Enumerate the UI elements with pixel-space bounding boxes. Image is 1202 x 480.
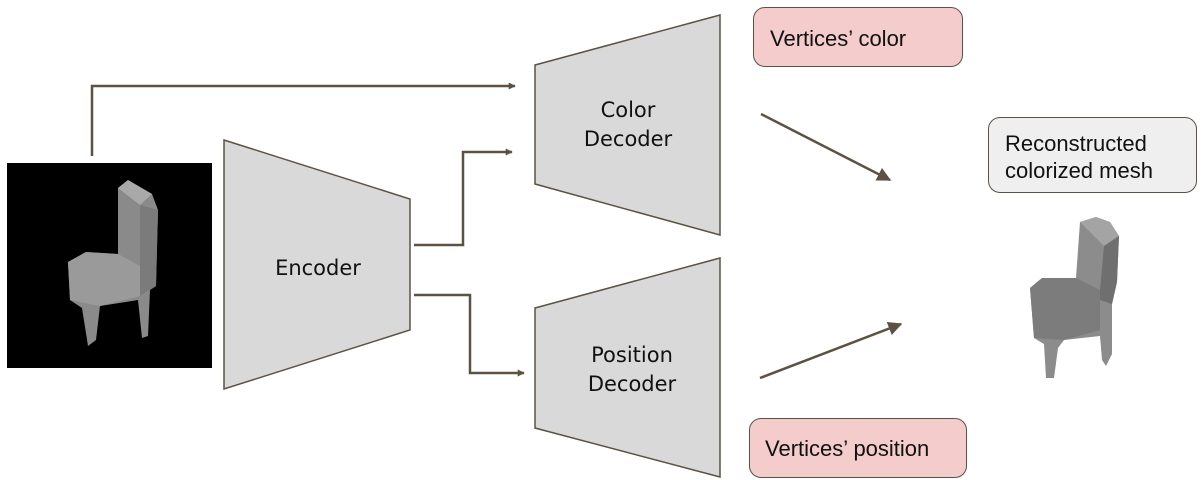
- reconstructed-line-1: Reconstructed: [1005, 131, 1147, 156]
- reconstructed-chair-mesh: [1030, 217, 1119, 378]
- chair-icon: [68, 180, 158, 346]
- position-output-arrow: [759, 321, 903, 380]
- skip-connection-arrow: [90, 82, 516, 156]
- encoder-to-color-decoder-arrow: [414, 148, 513, 247]
- input-chair-image: [7, 163, 212, 368]
- vertices-color-text: Vertices’ color: [770, 26, 907, 51]
- color-decoder-block: [534, 14, 721, 236]
- position-decoder-block: [534, 257, 721, 478]
- position-decoder-line-1: Position: [591, 343, 673, 367]
- vertices-position-text: Vertices’ position: [765, 436, 930, 461]
- position-decoder-label: Position Decoder: [552, 341, 712, 399]
- color-output-arrow: [760, 112, 892, 182]
- reconstructed-line-2: colorized mesh: [1005, 158, 1153, 183]
- color-decoder-label: Color Decoder: [548, 96, 708, 154]
- color-decoder-line-2: Decoder: [583, 127, 673, 151]
- position-decoder-line-2: Decoder: [587, 372, 677, 396]
- reconstructed-mesh-label: Reconstructed colorized mesh: [988, 117, 1197, 193]
- encoder-text: Encoder: [275, 256, 361, 280]
- encoder-to-position-decoder-arrow: [414, 293, 525, 377]
- encoder-block: [223, 138, 411, 391]
- vertices-color-label: Vertices’ color: [753, 7, 963, 67]
- vertices-position-label: Vertices’ position: [749, 418, 967, 478]
- color-decoder-line-1: Color: [600, 98, 656, 122]
- encoder-label: Encoder: [248, 254, 388, 283]
